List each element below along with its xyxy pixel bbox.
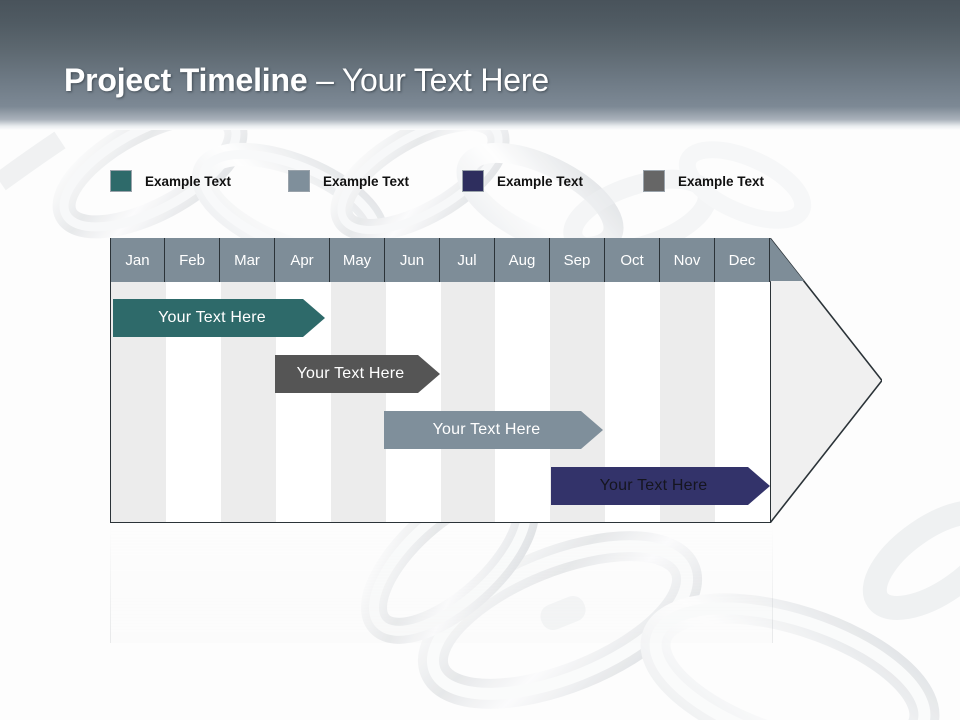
timeline-bar-4-label: Your Text Here (599, 477, 708, 494)
legend-label-4: Example Text (678, 173, 765, 189)
timeline-bar-1-label: Your Text Here (158, 309, 266, 326)
title-header-band (0, 0, 960, 130)
timeline-bar-4-shape-icon (551, 467, 770, 505)
month-cell-nov[interactable]: Nov (660, 238, 715, 282)
month-cell-jun[interactable]: Jun (385, 238, 440, 282)
legend-label-3: Example Text (497, 173, 584, 189)
legend-item-2[interactable]: Example Text (288, 168, 409, 194)
month-cell-jan[interactable]: Jan (110, 238, 165, 282)
month-cell-sep[interactable]: Sep (550, 238, 605, 282)
legend-item-4[interactable]: Example Text (643, 168, 764, 194)
timeline-bar-2[interactable]: Your Text Here (275, 355, 440, 393)
legend-item-1[interactable]: Example Text (110, 168, 231, 194)
legend-label-2: Example Text (323, 173, 410, 189)
page-title-light: Your Text Here (341, 62, 549, 98)
month-cell-dec[interactable]: Dec (715, 238, 770, 282)
chart-reflection (110, 525, 882, 643)
legend-label-1: Example Text (145, 173, 232, 189)
timeline-bar-2-label: Your Text Here (296, 365, 405, 382)
grid-column-jun (385, 282, 441, 522)
page-title-separator: – (316, 62, 342, 98)
timeline-bar-1-shape-icon (113, 299, 325, 337)
legend-swatch-gray-icon (643, 170, 665, 192)
timeline-bar-3-label: Your Text Here (432, 421, 541, 438)
timeline-arrow-head-icon (770, 238, 882, 523)
month-cell-aug[interactable]: Aug (495, 238, 550, 282)
legend: Example Text Example Text Example Text E… (110, 168, 890, 198)
timeline-bar-2-shape-icon (275, 355, 440, 393)
grid-column-may (330, 282, 386, 522)
page-title: Project Timeline – Your Text Here (64, 60, 549, 100)
legend-item-3[interactable]: Example Text (462, 168, 583, 194)
legend-swatch-teal-icon (110, 170, 132, 192)
legend-swatch-navy-icon (462, 170, 484, 192)
month-cell-oct[interactable]: Oct (605, 238, 660, 282)
month-cell-jul[interactable]: Jul (440, 238, 495, 282)
timeline-bar-1[interactable]: Your Text Here (113, 299, 325, 337)
month-header-row: Jan Feb Mar Apr May Jun Jul Aug Sep Oct … (110, 238, 771, 282)
legend-swatch-bluegray-icon (288, 170, 310, 192)
timeline-bar-4[interactable]: Your Text Here (551, 467, 770, 505)
timeline-chart: Jan Feb Mar Apr May Jun Jul Aug Sep Oct … (110, 238, 882, 523)
month-cell-feb[interactable]: Feb (165, 238, 220, 282)
month-cell-may[interactable]: May (330, 238, 385, 282)
timeline-bars-layer: Your Text Here Your Text Here Your Text … (110, 282, 882, 523)
timeline-bar-3-shape-icon (384, 411, 603, 449)
grid-column-jul (440, 282, 496, 522)
page-title-strong: Project Timeline (64, 62, 317, 98)
timeline-bar-3[interactable]: Your Text Here (384, 411, 603, 449)
grid-column-aug (495, 282, 551, 522)
month-cell-mar[interactable]: Mar (220, 238, 275, 282)
month-cell-apr[interactable]: Apr (275, 238, 330, 282)
